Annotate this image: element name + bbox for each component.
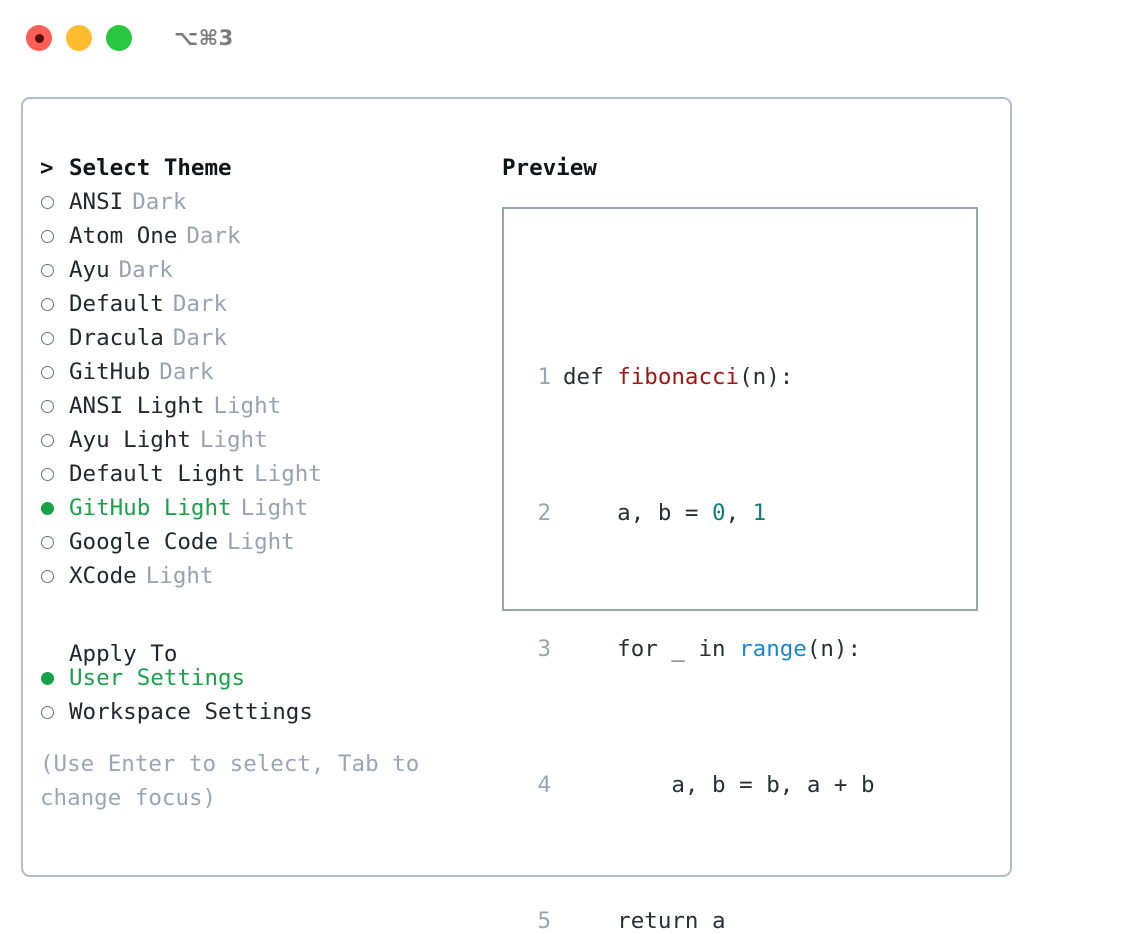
apply-to-title: Apply To (69, 641, 178, 667)
caret-icon: > (40, 155, 54, 181)
content-panel: > Select Theme ANSI Dark Atom One Dark A… (21, 97, 1012, 934)
title-bar: ⌥⌘3 (0, 0, 1140, 76)
keyboard-shortcut-label: ⌥⌘3 (174, 26, 234, 50)
code-token: (n): (806, 636, 862, 662)
code-token: fibonacci (617, 364, 740, 390)
theme-tag: Light (199, 427, 268, 453)
radio-icon[interactable] (40, 254, 69, 288)
theme-item-google-code[interactable]: Google Code Light (40, 525, 490, 559)
code-preview: 1 def fibonacci(n): 2 a, b = 0, 1 3 for … (524, 258, 902, 934)
apply-to-marker-slot (40, 627, 69, 661)
theme-tag: Dark (118, 257, 173, 283)
theme-label: GitHub (69, 359, 151, 385)
theme-item-ayu[interactable]: Ayu Dark (40, 253, 490, 287)
preview-box: 1 def fibonacci(n): 2 a, b = 0, 1 3 for … (502, 207, 978, 934)
theme-selection-column: > Select Theme ANSI Dark Atom One Dark A… (40, 151, 490, 815)
apply-to-header: Apply To (40, 627, 490, 667)
theme-label: Default Light (69, 461, 246, 487)
code-token: 1 (752, 500, 767, 526)
theme-label: Atom One (69, 223, 178, 249)
code-line: 4 a, b = b, a + b (524, 768, 902, 802)
close-button[interactable] (26, 25, 52, 51)
theme-item-default[interactable]: Default Dark (40, 287, 490, 321)
code-token: def (563, 364, 618, 390)
code-line: 5 return a (524, 904, 902, 934)
code-line: 2 a, b = 0, 1 (524, 496, 902, 530)
radio-icon[interactable] (40, 288, 69, 322)
code-token: , (725, 500, 753, 526)
theme-tag: Light (213, 393, 282, 419)
radio-icon-selected[interactable] (40, 492, 69, 526)
section-spacer (40, 593, 490, 627)
maximize-button[interactable] (106, 25, 132, 51)
radio-icon[interactable] (40, 560, 69, 594)
radio-icon[interactable] (40, 458, 69, 492)
radio-icon[interactable] (40, 220, 69, 254)
theme-label: Dracula (69, 325, 164, 351)
code-token: for _ in (563, 636, 740, 662)
theme-label: Ayu Light (69, 427, 191, 453)
theme-label: Default (69, 291, 164, 317)
code-line: 1 def fibonacci(n): (524, 360, 902, 394)
radio-icon[interactable] (40, 696, 69, 730)
line-number: 2 (537, 500, 551, 526)
window-controls (26, 25, 132, 51)
radio-icon-selected[interactable] (40, 662, 69, 696)
radio-icon[interactable] (40, 356, 69, 390)
code-token: range (739, 636, 807, 662)
theme-item-github-light[interactable]: GitHub Light Light (40, 491, 490, 525)
theme-label: ANSI Light (69, 393, 205, 419)
theme-tag: Light (240, 495, 309, 521)
select-theme-header: > Select Theme (40, 151, 490, 185)
apply-to-label: User Settings (69, 665, 246, 691)
theme-item-default-light[interactable]: Default Light Light (40, 457, 490, 491)
line-number: 3 (537, 636, 551, 662)
line-number: 4 (537, 772, 551, 798)
theme-tag: Dark (172, 291, 228, 317)
theme-item-ansi[interactable]: ANSI Dark (40, 185, 490, 219)
apply-to-workspace-settings[interactable]: Workspace Settings (40, 695, 490, 729)
theme-tag: Light (254, 461, 322, 487)
line-number: 5 (537, 908, 551, 934)
theme-item-dracula[interactable]: Dracula Dark (40, 321, 490, 355)
select-theme-title: Select Theme (69, 155, 232, 181)
code-token: (n): (739, 364, 794, 390)
theme-tag: Light (145, 563, 214, 589)
code-token: a, b = (563, 500, 713, 526)
radio-icon[interactable] (40, 526, 69, 560)
theme-item-ansi-light[interactable]: ANSI Light Light (40, 389, 490, 423)
theme-item-xcode[interactable]: XCode Light (40, 559, 490, 593)
apply-to-label: Workspace Settings (69, 699, 313, 725)
preview-title: Preview (502, 155, 597, 181)
code-token: a, b = b, a + b (563, 772, 875, 798)
theme-label: GitHub Light (69, 495, 232, 521)
theme-tag: Light (227, 529, 295, 555)
radio-icon[interactable] (40, 390, 69, 424)
theme-label: Ayu (69, 257, 110, 283)
theme-label: Google Code (69, 529, 219, 555)
theme-tag: Dark (132, 189, 187, 215)
radio-icon[interactable] (40, 424, 69, 458)
code-token: return a (563, 908, 726, 934)
theme-label: XCode (69, 563, 137, 589)
theme-tag: Dark (186, 223, 241, 249)
theme-item-atom-one[interactable]: Atom One Dark (40, 219, 490, 253)
theme-item-github[interactable]: GitHub Dark (40, 355, 490, 389)
apply-to-user-settings[interactable]: User Settings (40, 661, 490, 695)
theme-item-ayu-light[interactable]: Ayu Light Light (40, 423, 490, 457)
preview-column: Preview 1 def fibonacci(n): 2 a, b = 0, … (502, 151, 992, 934)
theme-tag: Dark (159, 359, 214, 385)
code-line: 3 for _ in range(n): (524, 632, 902, 666)
theme-label: ANSI (69, 189, 124, 215)
radio-icon[interactable] (40, 322, 69, 356)
close-icon (34, 33, 44, 43)
line-number: 1 (537, 364, 551, 390)
minimize-button[interactable] (66, 25, 92, 51)
keyboard-hint-text: (Use Enter to select, Tab to change focu… (40, 751, 420, 811)
radio-icon[interactable] (40, 186, 69, 220)
theme-tag: Dark (172, 325, 228, 351)
code-token: 0 (712, 500, 726, 526)
